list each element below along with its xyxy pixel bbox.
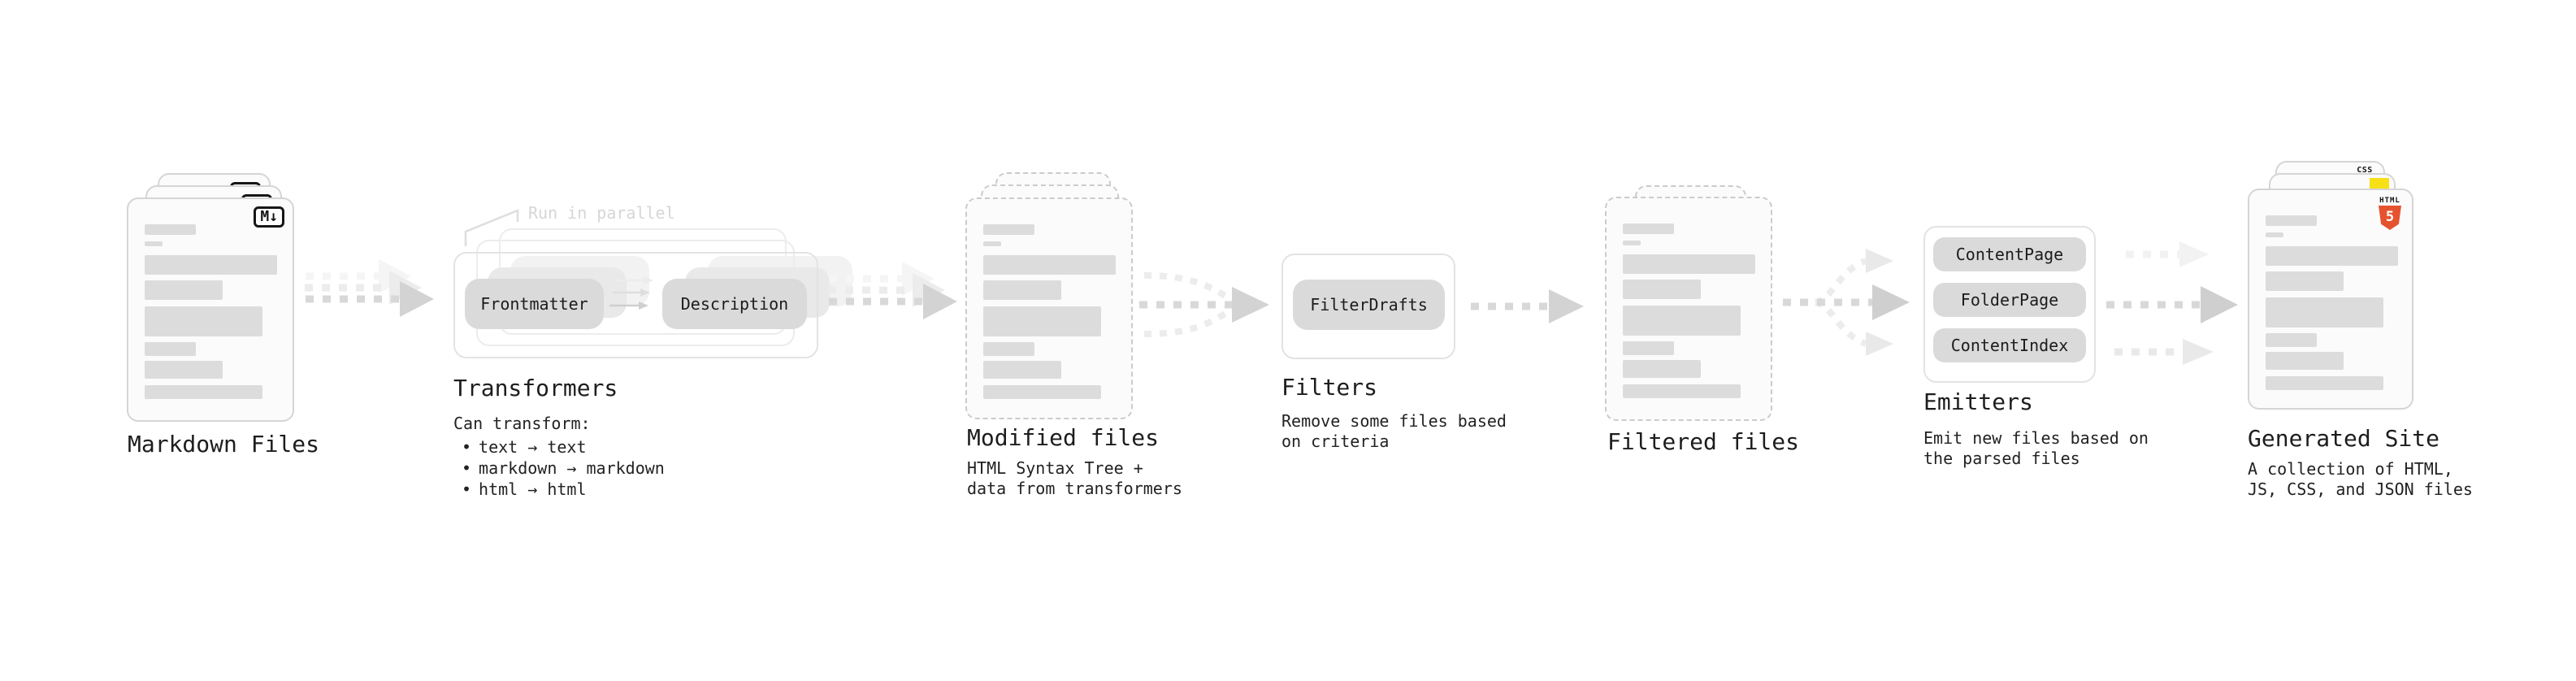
- document-placeholder-lines: [1607, 198, 1771, 419]
- arrows-emitters-to-generated: [2106, 241, 2238, 365]
- filtered-files-title: Filtered files: [1607, 428, 1800, 455]
- filters-subtext: Remove some files based on criteria: [1281, 411, 1507, 451]
- transformer-description-pill: Description: [662, 279, 807, 329]
- emitters-title: Emitters: [1923, 388, 2033, 415]
- generated-site-subtext: A collection of HTML, JS, CSS, and JSON …: [2248, 459, 2473, 499]
- run-in-parallel-bracket: [464, 209, 519, 246]
- filter-drafts-pill: FilterDrafts: [1293, 280, 1445, 330]
- filtered-file-card-front: [1605, 197, 1772, 421]
- bullet-item: •markdown → markdown: [462, 458, 665, 478]
- modified-files-subtext: HTML Syntax Tree + data from transformer…: [967, 458, 1182, 498]
- arrow-filters-to-filtered: [1471, 289, 1584, 323]
- arrow-transformers-to-modified: [828, 262, 957, 319]
- run-in-parallel-label: Run in parallel: [528, 203, 675, 223]
- document-placeholder-lines: [128, 199, 293, 420]
- document-placeholder-lines: [967, 199, 1131, 418]
- arrow-filtered-to-emitters-diverge: [1783, 249, 1910, 356]
- transformers-title: Transformers: [453, 375, 618, 401]
- modified-files-title: Modified files: [967, 424, 1160, 451]
- transformers-subtext-intro: Can transform:: [453, 414, 591, 433]
- arrow-markdown-to-transformers: [305, 259, 434, 317]
- transformer-frontmatter-pill: Frontmatter: [465, 279, 604, 329]
- transformer-layer-front: [453, 252, 818, 358]
- html5-icon: HTML 5: [2378, 197, 2402, 230]
- generated-html-file-card: HTML 5: [2248, 189, 2413, 410]
- document-placeholder-lines: [2249, 190, 2412, 408]
- arrow-modified-to-filters-converge: [1139, 272, 1269, 337]
- markdown-file-card-front: M↓: [127, 197, 294, 422]
- emitter-content-page-pill: ContentPage: [1933, 237, 2086, 271]
- parallel-transform-arrows: [609, 276, 653, 310]
- emitters-subtext: Emit new files based on the parsed files: [1923, 428, 2149, 468]
- modified-file-card-front: [965, 197, 1133, 419]
- bullet-item: •text → text: [462, 437, 587, 457]
- filters-title: Filters: [1281, 374, 1378, 401]
- emitter-folder-page-pill: FolderPage: [1933, 283, 2086, 317]
- markdown-icon: M↓: [254, 206, 284, 228]
- bullet-item: •html → html: [462, 479, 587, 499]
- generated-site-title: Generated Site: [2248, 425, 2440, 452]
- emitter-content-index-pill: ContentIndex: [1933, 328, 2086, 362]
- transformers-bullet-list: •text → text •markdown → markdown •html …: [462, 436, 665, 500]
- markdown-files-title: Markdown Files: [128, 431, 320, 458]
